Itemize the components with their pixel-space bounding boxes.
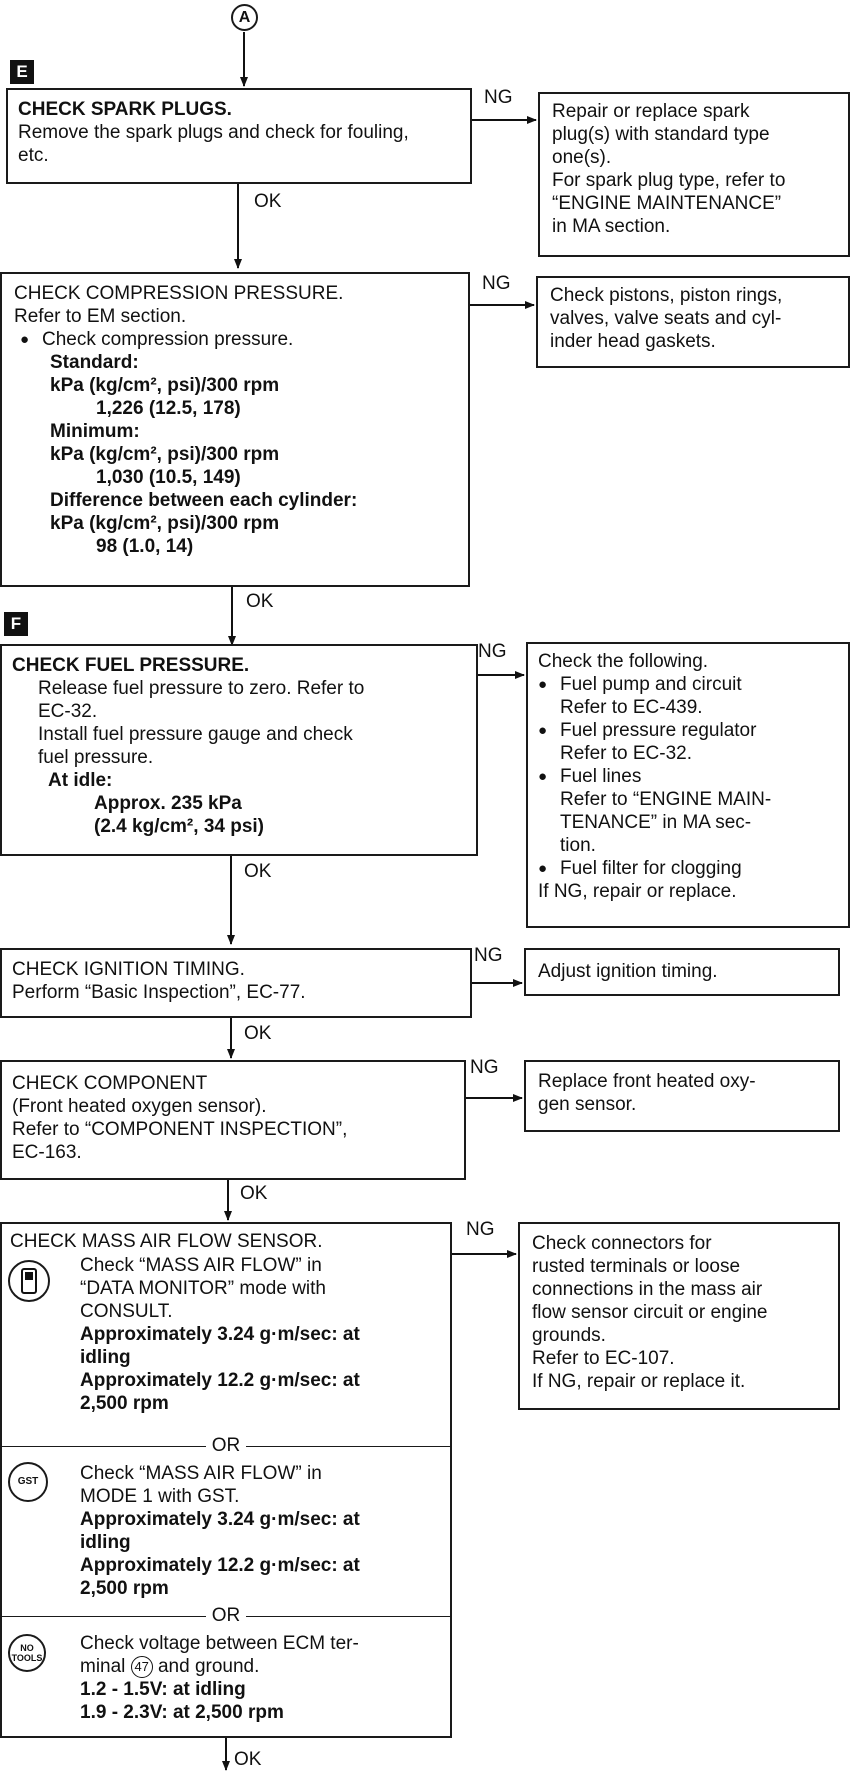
compression-ok-label: OK [246, 591, 274, 612]
or-label-1: OR [2, 1435, 450, 1456]
spark-ng-label: NG [484, 87, 513, 108]
component-ng-box: Replace front heated oxy- gen sensor. [524, 1060, 840, 1132]
component-ng-label: NG [470, 1057, 499, 1078]
spark-body: Remove the spark plugs and check for fou… [18, 122, 409, 166]
maf-ng-label: NG [466, 1219, 495, 1240]
spark-title: CHECK SPARK PLUGS. [18, 99, 232, 120]
timing-title: CHECK IGNITION TIMING. [12, 959, 245, 980]
fuel-ng-label: NG [478, 641, 507, 662]
check-fuel-pressure-box: CHECK FUEL PRESSURE. 1.Release fuel pres… [0, 644, 478, 856]
maf-ok-label: OK [234, 1749, 262, 1770]
check-component-box: CHECK COMPONENT (Front heated oxygen sen… [0, 1060, 466, 1180]
spark-ok-label: OK [254, 191, 282, 212]
no-tools-icon: NO TOOLS [8, 1634, 46, 1672]
consult-icon [8, 1260, 50, 1302]
check-compression-box: CHECK COMPRESSION PRESSURE. Refer to EM … [0, 272, 470, 587]
compression-ng-box: Check pistons, piston rings, valves, val… [536, 276, 850, 368]
timing-ng-label: NG [474, 945, 503, 966]
check-maf-box: CHECK MASS AIR FLOW SENSOR. [0, 1222, 452, 1738]
fuel-title: CHECK FUEL PRESSURE. [12, 655, 250, 676]
check-spark-plugs-box: CHECK SPARK PLUGS. Remove the spark plug… [6, 88, 472, 184]
timing-ng-box: Adjust ignition timing. [524, 948, 840, 996]
connector-a: A [231, 4, 258, 31]
section-marker-f: F [4, 612, 28, 636]
fuel-ng-box: Check the following. Fuel pump and circu… [526, 642, 850, 928]
maf-gst-block: Check “MASS AIR FLOW” in MODE 1 with GST… [80, 1463, 360, 1599]
compression-ng-label: NG [482, 273, 511, 294]
maf-title: CHECK MASS AIR FLOW SENSOR. [10, 1231, 323, 1252]
fuel-ok-label: OK [244, 861, 272, 882]
maf-ng-box: Check connectors for rusted terminals or… [518, 1222, 840, 1410]
or-label-2: OR [2, 1605, 450, 1626]
spark-ng-box: Repair or replace spark plug(s) with sta… [538, 92, 850, 257]
maf-no-tools-block: Check voltage between ECM ter- minal 47 … [80, 1633, 359, 1723]
timing-ok-label: OK [244, 1023, 272, 1044]
gst-icon: GST [8, 1462, 48, 1502]
component-ok-label: OK [240, 1183, 268, 1204]
maf-consult-block: Check “MASS AIR FLOW” in “DATA MONITOR” … [80, 1255, 360, 1414]
terminal-47-badge: 47 [130, 1655, 153, 1678]
check-ignition-timing-box: CHECK IGNITION TIMING. Perform “Basic In… [0, 948, 472, 1018]
section-marker-e: E [10, 60, 34, 84]
compression-title: CHECK COMPRESSION PRESSURE. [14, 283, 344, 304]
